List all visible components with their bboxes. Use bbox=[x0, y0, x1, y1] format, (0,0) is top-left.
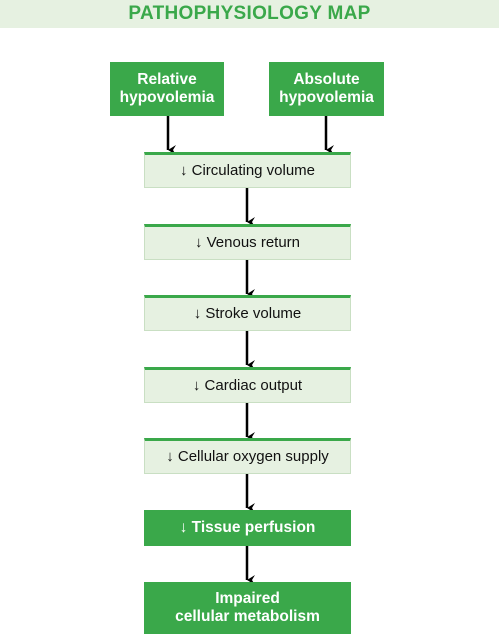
cause-relative-hypovolemia: Relative hypovolemia bbox=[110, 62, 224, 116]
outcome-label: Impaired cellular metabolism bbox=[175, 590, 320, 625]
cause-label-absolute: Absolute hypovolemia bbox=[279, 71, 374, 106]
step-label: ↓ Venous return bbox=[194, 234, 301, 251]
step-circulating-volume: ↓ Circulating volume bbox=[144, 152, 351, 188]
cause-label-relative: Relative hypovolemia bbox=[119, 71, 215, 106]
cause-absolute-hypovolemia: Absolute hypovolemia bbox=[269, 62, 384, 116]
title-bar: PATHOPHYSIOLOGY MAP bbox=[0, 0, 499, 28]
outcome-impaired-metabolism: Impaired cellular metabolism bbox=[144, 582, 351, 634]
step-venous-return: ↓ Venous return bbox=[144, 224, 351, 260]
step-tissue-perfusion: ↓ Tissue perfusion bbox=[144, 510, 351, 546]
step-label: ↓ Tissue perfusion bbox=[179, 519, 316, 536]
step-label: ↓ Stroke volume bbox=[193, 305, 302, 322]
step-label: ↓ Cellular oxygen supply bbox=[166, 448, 329, 465]
step-label: ↓ Cardiac output bbox=[192, 377, 303, 394]
page-title: PATHOPHYSIOLOGY MAP bbox=[128, 3, 371, 24]
step-cardiac-output: ↓ Cardiac output bbox=[144, 367, 351, 403]
step-label: ↓ Circulating volume bbox=[179, 162, 316, 179]
step-stroke-volume: ↓ Stroke volume bbox=[144, 295, 351, 331]
step-cellular-oxygen-supply: ↓ Cellular oxygen supply bbox=[144, 438, 351, 474]
